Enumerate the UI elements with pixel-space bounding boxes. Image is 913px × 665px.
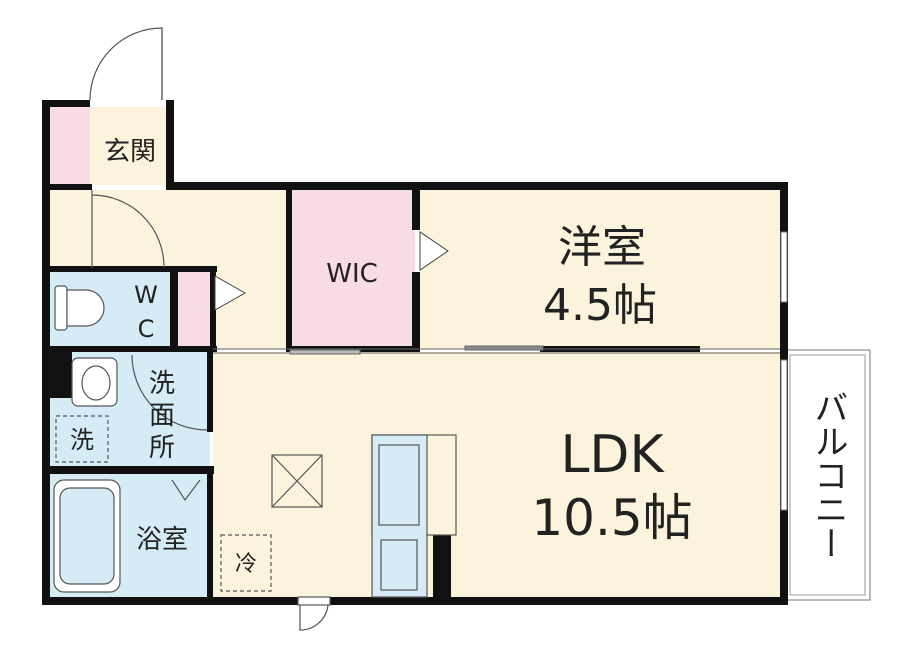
western-room-label: 洋室	[558, 222, 646, 273]
wic-door-marker	[419, 231, 449, 271]
sliding-partition	[213, 345, 780, 355]
hallway-floor	[50, 190, 288, 270]
wc-label-top: W	[134, 281, 158, 309]
washbasin	[71, 357, 118, 407]
ldk-label: LDK	[560, 425, 665, 485]
wic-floor	[290, 190, 415, 350]
bathtub	[53, 479, 121, 593]
western-room-size: 4.5帖	[543, 280, 657, 331]
washer-label: 洗	[70, 426, 94, 454]
balcony-label: バルコニー	[808, 390, 848, 560]
ldk-floor	[213, 352, 780, 598]
windows	[780, 231, 788, 511]
washroom-label-3: 所	[149, 433, 175, 463]
ldk-size: 10.5帖	[531, 489, 692, 547]
wc-label-bottom: C	[138, 315, 155, 343]
washroom-label-2: 面	[149, 401, 175, 431]
entrance-floor	[90, 107, 166, 185]
toilet	[54, 285, 105, 331]
ceiling-storage	[271, 454, 323, 508]
bathroom-label: 浴室	[136, 525, 188, 555]
washroom-label-1: 洗	[149, 369, 175, 399]
wic-label: WIC	[326, 259, 378, 289]
doors	[89, 27, 331, 631]
balcony-floor	[784, 349, 871, 601]
hall-closet	[175, 270, 210, 348]
entrance-shoe-closet	[50, 107, 90, 185]
fridge-label: 冷	[235, 552, 257, 577]
entrance-label: 玄関	[104, 137, 156, 167]
western-room-floor	[420, 190, 780, 350]
hall-closet-door-marker	[214, 275, 247, 311]
fridge-space	[220, 534, 272, 592]
kitchen-counter	[371, 434, 457, 598]
balcony-rail	[789, 354, 866, 596]
